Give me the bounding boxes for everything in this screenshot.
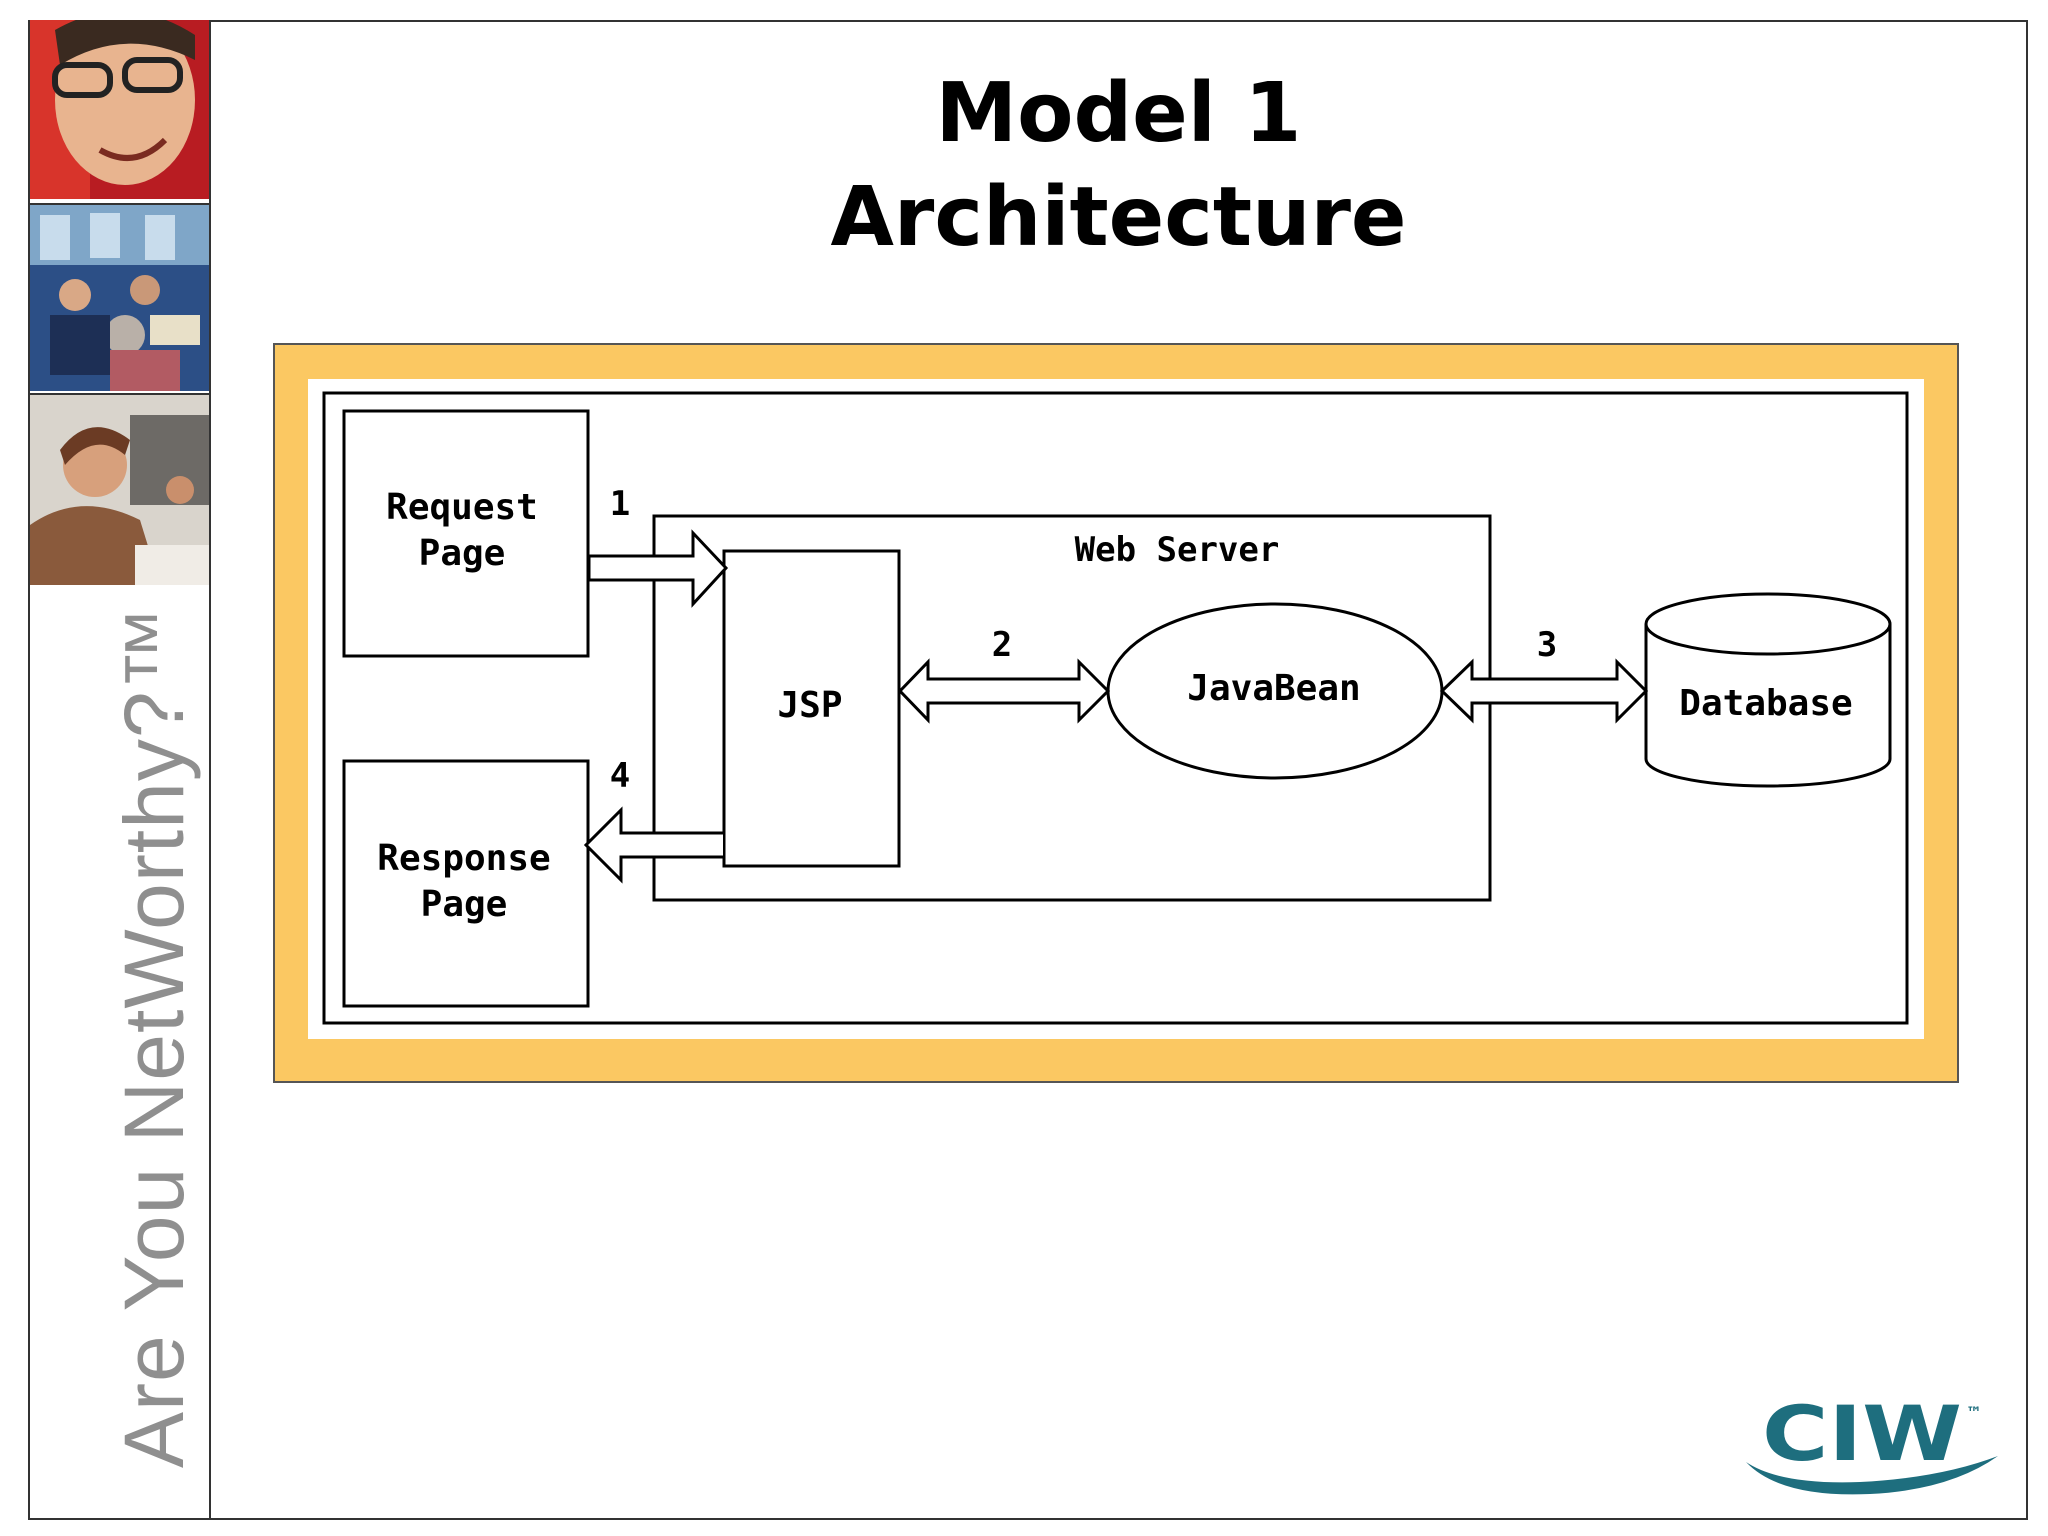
arrow-1-request-to-jsp [587, 529, 729, 608]
request-page-box [342, 409, 590, 658]
title-line-1: Model 1 [935, 66, 1302, 161]
web-server-box [652, 514, 1492, 902]
slide-title: Model 1 Architecture [211, 62, 2026, 270]
javabean-label: JavaBean [1187, 668, 1360, 709]
database-label: Database [1679, 683, 1852, 724]
arrow-3-javabean-database [1439, 658, 1649, 724]
sidebar: Are You NetWorthy?™ [28, 20, 211, 1520]
photo-meeting-room [30, 203, 209, 391]
step-label-1: 1 [610, 484, 630, 524]
step-label-2: 2 [992, 625, 1012, 665]
request-page-label-2: Page [419, 533, 506, 574]
logo-trademark: ™ [1966, 1403, 1982, 1422]
ciw-logo: CIW ™ [1746, 1390, 1998, 1495]
web-server-label: Web Server [1075, 530, 1280, 570]
title-line-2: Architecture [830, 170, 1407, 265]
photo-smiling-man [30, 20, 209, 199]
diagram-inner-border [322, 391, 1909, 1025]
database-cylinder [1644, 592, 1892, 788]
jsp-box [722, 549, 901, 868]
logo-text: CIW [1762, 1390, 1962, 1478]
step-label-4: 4 [610, 756, 630, 796]
slide-frame [28, 20, 2028, 1520]
step-label-3: 3 [1537, 625, 1557, 665]
photo-woman-at-desk [30, 393, 209, 585]
request-page-label-1: Request [386, 487, 538, 528]
jsp-label: JSP [777, 685, 842, 726]
response-page-label-1: Response [377, 838, 550, 879]
arrow-2-jsp-javabean [897, 658, 1111, 724]
response-page-box [342, 759, 590, 1008]
response-page-label-2: Page [421, 884, 508, 925]
arrow-4-jsp-to-response-outline [583, 806, 723, 884]
